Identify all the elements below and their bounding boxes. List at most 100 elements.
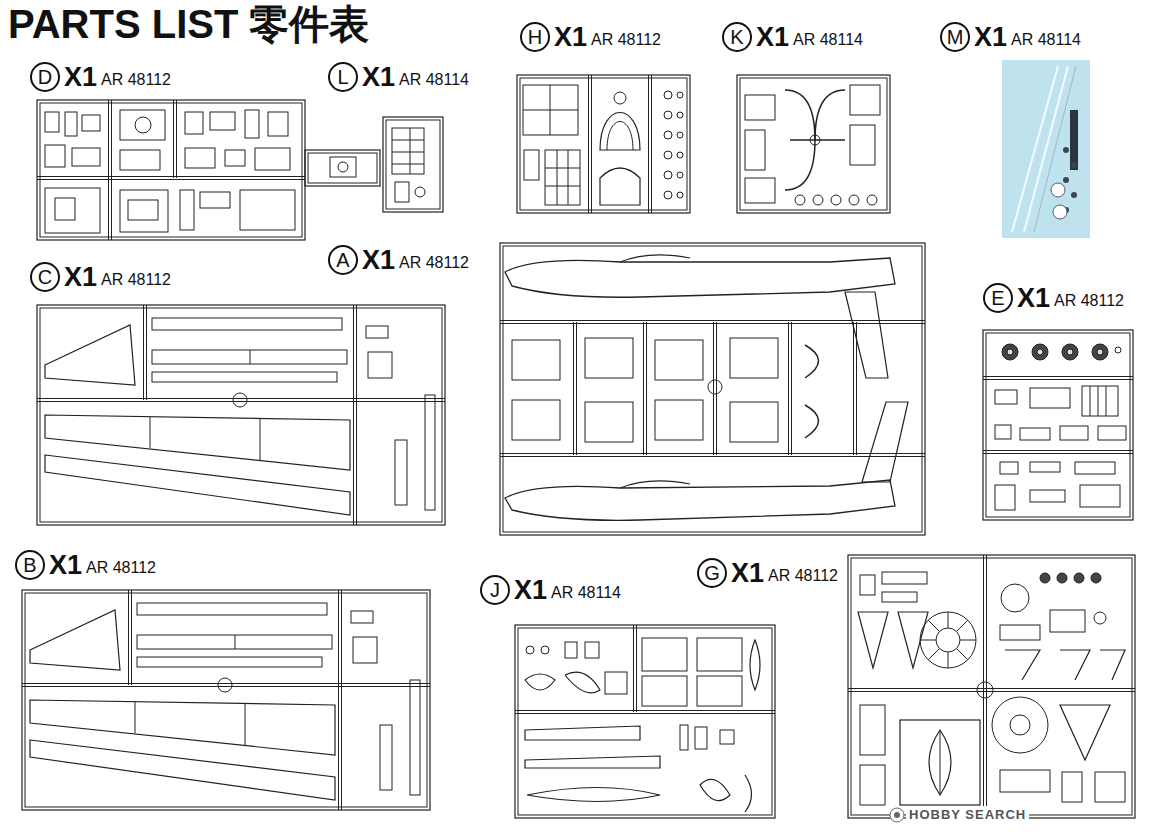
part-outline	[55, 198, 75, 220]
part-outline	[791, 322, 792, 455]
sprue-frame	[383, 117, 443, 212]
part-outline	[380, 725, 392, 790]
part-outline	[185, 112, 203, 134]
part-outline	[152, 372, 337, 382]
part-outline	[22, 683, 430, 684]
sprue-frame	[503, 246, 922, 532]
part-outline	[37, 401, 445, 402]
decal-marking	[1071, 162, 1077, 168]
part-outline	[960, 640, 976, 641]
part-outline	[713, 322, 714, 455]
part-outline	[108, 100, 109, 240]
part-outline	[45, 188, 100, 233]
part-outline	[545, 168, 580, 169]
part-outline	[392, 128, 424, 174]
part-outline	[541, 646, 549, 654]
part-outline	[956, 648, 967, 659]
part-outline	[152, 350, 347, 364]
sprue-frame	[386, 120, 440, 209]
sprue-frame	[37, 100, 305, 240]
decal-marking	[1071, 192, 1077, 198]
part-outline	[557, 150, 558, 205]
part-outline	[218, 678, 232, 692]
part-outline	[929, 730, 951, 795]
part-outline	[1115, 347, 1121, 353]
sprue-code: AR 48112	[86, 560, 156, 576]
sprue-frame	[500, 243, 925, 535]
sprue-frame	[40, 103, 302, 237]
part-outline	[131, 590, 132, 685]
part-outline	[1067, 349, 1073, 355]
part-outline	[936, 628, 960, 652]
part-outline	[366, 326, 388, 338]
part-outline	[353, 305, 354, 525]
part-outline	[176, 100, 177, 178]
part-outline	[200, 192, 230, 208]
part-outline	[716, 322, 717, 455]
watermark-logo	[894, 812, 900, 818]
part-outline	[1060, 426, 1088, 440]
part-outline	[983, 376, 1133, 377]
part-outline	[415, 187, 425, 197]
part-outline	[1005, 650, 1040, 680]
part-outline	[395, 182, 409, 202]
part-outline	[425, 395, 435, 510]
part-outline	[948, 652, 949, 668]
decal-marking	[1063, 147, 1069, 153]
part-outline	[708, 380, 722, 394]
quantity: X1	[1017, 285, 1050, 312]
part-outline	[576, 322, 577, 455]
part-outline	[524, 150, 539, 180]
sprue-label: CX1AR 48112	[30, 262, 171, 292]
sprue-letter: D	[30, 62, 60, 92]
part-outline	[143, 305, 144, 400]
part-outline	[900, 720, 980, 805]
part-outline	[655, 340, 703, 380]
part-outline	[152, 318, 342, 330]
sprue-code: AR 48112	[591, 32, 661, 48]
part-outline	[585, 338, 633, 378]
part-outline	[120, 110, 165, 140]
part-outline	[82, 115, 100, 131]
part-outline	[22, 686, 430, 687]
sprue-frame	[851, 558, 1132, 815]
part-outline	[45, 325, 135, 385]
part-outline	[845, 292, 888, 378]
decal-stripe	[1012, 66, 1058, 232]
part-outline	[525, 726, 640, 740]
watermark: HOBBY SEARCH	[906, 806, 1029, 823]
part-outline	[677, 132, 683, 138]
part-outline	[805, 345, 819, 378]
sprue-frame	[37, 305, 445, 525]
sprue-label: GX1AR 48112	[697, 558, 838, 588]
sprue-code: AR 48112	[1054, 293, 1124, 309]
part-outline	[882, 572, 927, 584]
part-outline	[1094, 612, 1106, 624]
part-outline	[395, 440, 407, 505]
sprue-frame	[25, 593, 427, 807]
part-outline	[37, 179, 305, 180]
sprue-frame	[740, 78, 887, 210]
part-outline	[600, 113, 640, 151]
part-outline	[410, 680, 420, 795]
part-outline	[1080, 485, 1120, 507]
part-outline	[500, 323, 925, 324]
part-outline	[368, 352, 392, 378]
part-outline	[505, 258, 895, 297]
part-outline	[1030, 462, 1060, 472]
part-outline	[573, 322, 574, 455]
part-outline	[677, 192, 683, 198]
part-outline	[983, 453, 1133, 454]
part-outline	[607, 122, 633, 151]
part-outline	[1032, 344, 1048, 360]
part-outline	[392, 164, 424, 165]
part-outline	[646, 322, 647, 455]
sprue-frame	[22, 590, 430, 810]
part-outline	[1030, 490, 1065, 502]
part-outline	[1000, 770, 1050, 792]
sprue-letter: J	[480, 575, 510, 605]
part-outline	[695, 727, 707, 749]
sprue-letter: C	[30, 262, 60, 292]
part-outline	[392, 140, 424, 141]
